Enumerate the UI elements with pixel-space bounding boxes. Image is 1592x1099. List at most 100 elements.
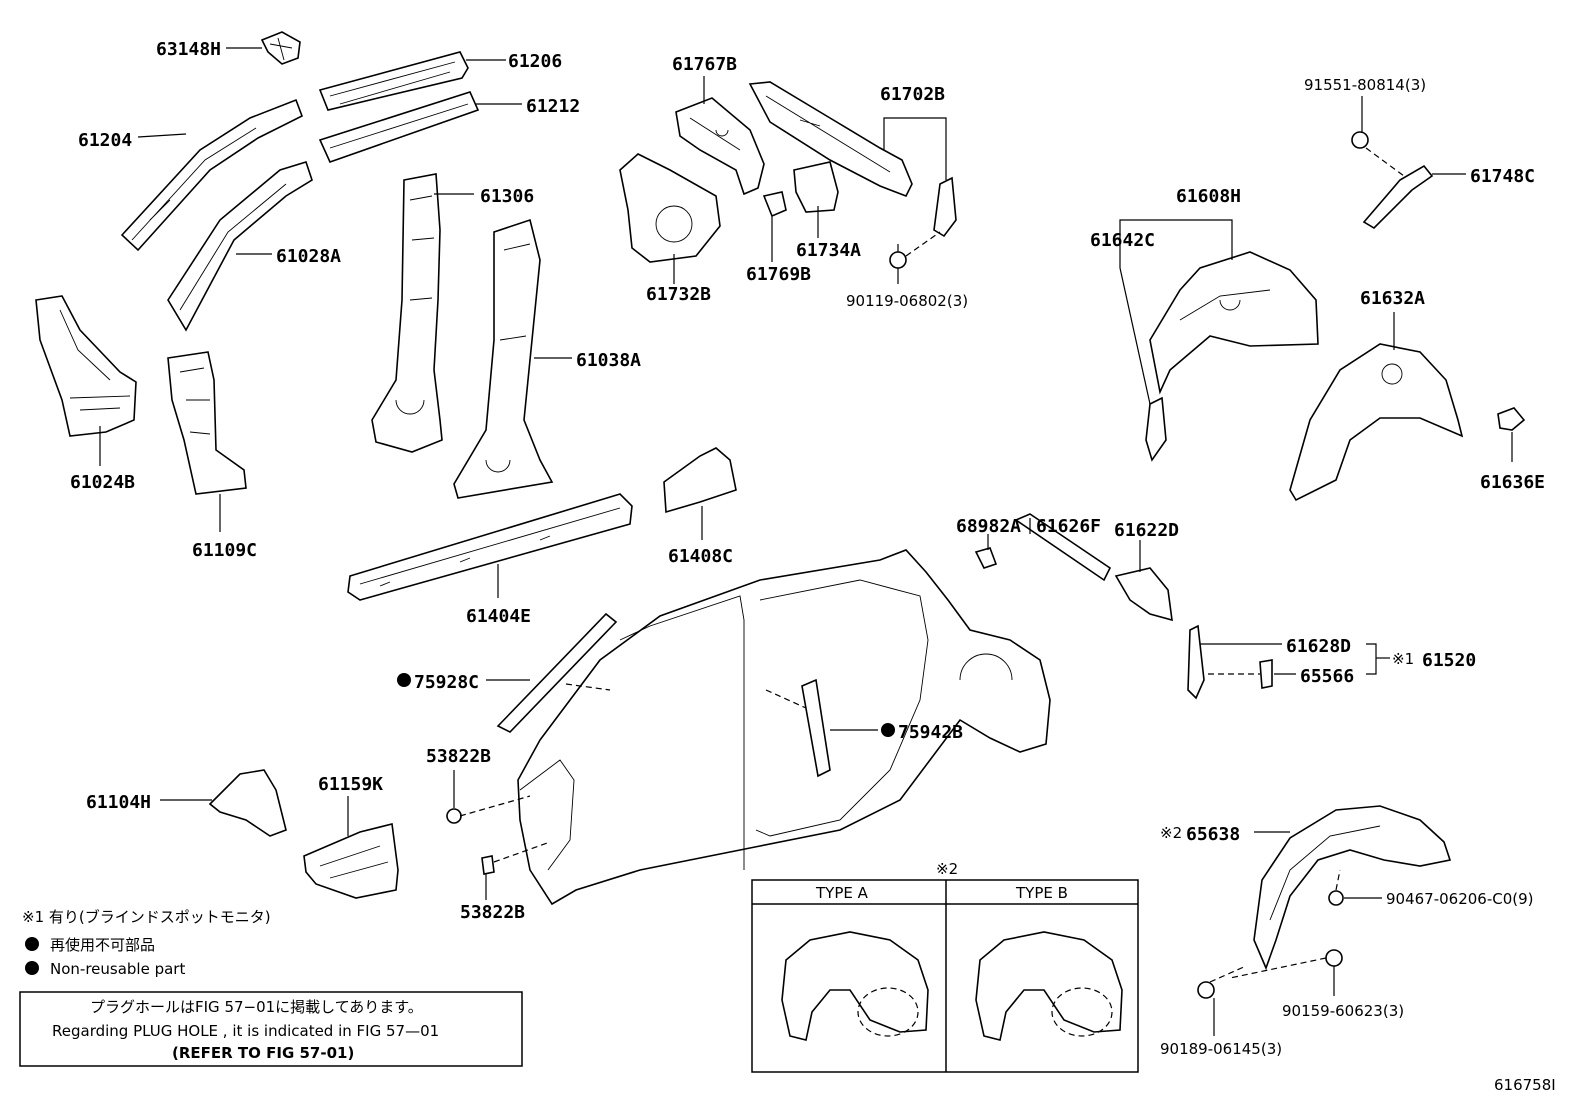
part-61404E xyxy=(347,493,633,601)
label-61206: 61206 xyxy=(508,51,562,72)
liner-type-a xyxy=(781,931,929,1041)
part-61408C xyxy=(663,447,737,514)
label-61767B: 61767B xyxy=(672,54,737,75)
non-reusable-dot-legend-2 xyxy=(25,961,39,975)
label-61622D: 61622D xyxy=(1114,520,1179,541)
label-61159K: 61159K xyxy=(318,774,383,795)
label-75942B: 75942B xyxy=(898,722,963,743)
legend: ※1 有り(ブラインドスポットモニタ) 再使用不可部品 Non-reusable… xyxy=(22,908,271,978)
label-61608H: 61608H xyxy=(1176,186,1241,207)
part-61628D xyxy=(1187,624,1205,700)
part-61608H xyxy=(1145,251,1319,462)
part-61748C xyxy=(1362,164,1434,230)
part-61732B xyxy=(619,153,721,263)
part-61159K xyxy=(303,823,399,899)
label-90189: 90189-06145(3) xyxy=(1160,1040,1282,1058)
label-53822B-bottom: 53822B xyxy=(460,902,525,923)
label-90159: 90159-60623(3) xyxy=(1282,1002,1404,1020)
label-75928C: 75928C xyxy=(414,672,479,693)
label-61028A: 61028A xyxy=(276,246,341,267)
part-65638 xyxy=(1253,805,1452,971)
figure-id: 616758I xyxy=(1494,1076,1556,1094)
type-b-label: TYPE B xyxy=(1015,884,1068,902)
part-63148H xyxy=(260,31,301,65)
bolt-91551 xyxy=(1351,131,1369,149)
label-61109C: 61109C xyxy=(192,540,257,561)
label-61734A: 61734A xyxy=(796,240,861,261)
non-reusable-dot-legend-1 xyxy=(25,937,39,951)
bolt-90159 xyxy=(1325,949,1343,967)
part-61212 xyxy=(318,91,480,163)
plug-hole-notice: プラグホールはFIG 57−01に掲載してあります。 Regarding PLU… xyxy=(19,991,523,1067)
notice-line-1: プラグホールはFIG 57−01に掲載してあります。 xyxy=(90,998,423,1016)
label-61520: 61520 xyxy=(1422,650,1476,671)
part-61626F xyxy=(1014,513,1112,582)
mark-1: ※1 xyxy=(1392,650,1414,668)
part-61632A xyxy=(1289,343,1464,502)
label-61748C: 61748C xyxy=(1470,166,1535,187)
part-61622D xyxy=(1114,567,1173,622)
label-61642C: 61642C xyxy=(1090,230,1155,251)
label-61204: 61204 xyxy=(78,130,132,151)
label-61408C: 61408C xyxy=(668,546,733,567)
part-61306 xyxy=(371,173,443,453)
legend-note-3: Non-reusable part xyxy=(50,960,185,978)
legend-note-1: ※1 有り(ブラインドスポットモニタ) xyxy=(22,908,271,926)
label-61626F: 61626F xyxy=(1036,516,1101,537)
label-61632A: 61632A xyxy=(1360,288,1425,309)
mark-2-box: ※2 xyxy=(936,860,958,878)
non-reusable-dot-75942B xyxy=(881,723,895,737)
label-61104H: 61104H xyxy=(86,792,151,813)
label-90467: 90467-06206-C0(9) xyxy=(1386,890,1534,908)
bolt-90119 xyxy=(889,244,907,269)
legend-note-2: 再使用不可部品 xyxy=(50,936,155,954)
label-65566: 65566 xyxy=(1300,666,1354,687)
part-65566 xyxy=(1259,659,1273,689)
label-61024B: 61024B xyxy=(70,472,135,493)
part-68982A xyxy=(974,547,998,569)
label-61732B: 61732B xyxy=(646,284,711,305)
label-91551: 91551-80814(3) xyxy=(1304,76,1426,94)
part-75942B xyxy=(801,678,831,778)
leader-lines xyxy=(99,47,1513,1036)
bolt-90189 xyxy=(1197,981,1215,999)
type-a-label: TYPE A xyxy=(815,884,869,902)
part-61109C xyxy=(167,351,247,495)
bolt-90467 xyxy=(1328,890,1344,906)
part-61636E xyxy=(1497,407,1526,431)
part-75928C xyxy=(496,612,618,733)
liner-type-b xyxy=(975,931,1123,1041)
body-side-outer-panel xyxy=(517,549,1051,906)
part-61024B xyxy=(35,295,137,437)
label-61702B: 61702B xyxy=(880,84,945,105)
part-61104H xyxy=(208,769,287,837)
clip-53822B-bottom xyxy=(481,855,495,875)
notice-line-3: (REFER TO FIG 57-01) xyxy=(172,1044,354,1062)
part-61206 xyxy=(318,51,469,111)
label-53822B-top: 53822B xyxy=(426,746,491,767)
part-61702B xyxy=(748,81,957,238)
non-reusable-dot-75928C xyxy=(397,673,411,687)
part-61204 xyxy=(120,98,304,252)
label-90119: 90119-06802(3) xyxy=(846,292,968,310)
part-61769B xyxy=(762,191,787,218)
label-61212: 61212 xyxy=(526,96,580,117)
part-61767B xyxy=(675,97,765,196)
label-61769B: 61769B xyxy=(746,264,811,285)
mark-2-part: ※2 xyxy=(1160,824,1182,842)
label-61636E: 61636E xyxy=(1480,472,1545,493)
clip-53822B-top xyxy=(446,808,462,824)
label-63148H: 63148H xyxy=(156,39,221,60)
part-61734A xyxy=(793,161,839,213)
part-61028A xyxy=(167,161,313,332)
label-68982A: 68982A xyxy=(956,516,1021,537)
label-61404E: 61404E xyxy=(466,606,531,627)
type-comparison-box: ※2 TYPE A TYPE B xyxy=(751,860,1139,1073)
label-61038A: 61038A xyxy=(576,350,641,371)
label-61628D: 61628D xyxy=(1286,636,1351,657)
notice-line-2: Regarding PLUG HOLE , it is indicated in… xyxy=(52,1022,439,1040)
label-65638: 65638 xyxy=(1186,824,1240,845)
part-61038A xyxy=(453,218,554,499)
label-61306: 61306 xyxy=(480,186,534,207)
